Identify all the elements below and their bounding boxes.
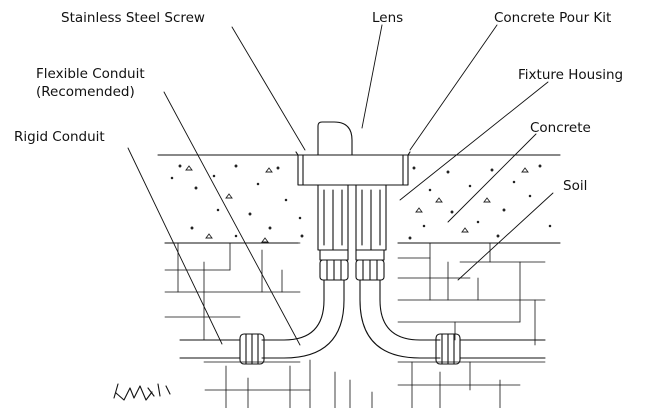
lens	[317, 121, 353, 156]
flexible-conduit-left-outer	[261, 279, 325, 341]
concrete-pour-kit	[295, 151, 411, 186]
grass-tuft-icon	[115, 385, 153, 401]
label-concrete: Concrete	[530, 120, 591, 136]
label-rigid-conduit: Rigid Conduit	[14, 129, 105, 145]
label-flexible-conduit-note: (Recomended)	[36, 84, 135, 100]
label-lens: Lens	[372, 10, 403, 26]
soil-pattern	[164, 242, 546, 408]
rigid-connector-left	[239, 333, 265, 365]
concrete-aggregate	[170, 164, 552, 243]
label-concrete-pour-kit: Concrete Pour Kit	[494, 10, 611, 26]
flexible-conduit-right-inner	[359, 279, 441, 359]
flexible-conduit-left-inner	[261, 279, 345, 359]
rigid-connector-right	[435, 333, 461, 365]
conduit-fittings	[319, 249, 385, 281]
grass-blades-icon	[113, 383, 171, 399]
label-stainless-steel-screw: Stainless Steel Screw	[61, 10, 205, 26]
flexible-conduit-right-outer	[379, 279, 441, 341]
label-flexible-conduit: Flexible Conduit	[36, 66, 145, 82]
label-fixture-housing: Fixture Housing	[518, 67, 623, 83]
label-soil: Soil	[563, 178, 587, 194]
fixture-housing	[317, 184, 387, 251]
leader-lines	[127, 24, 554, 346]
